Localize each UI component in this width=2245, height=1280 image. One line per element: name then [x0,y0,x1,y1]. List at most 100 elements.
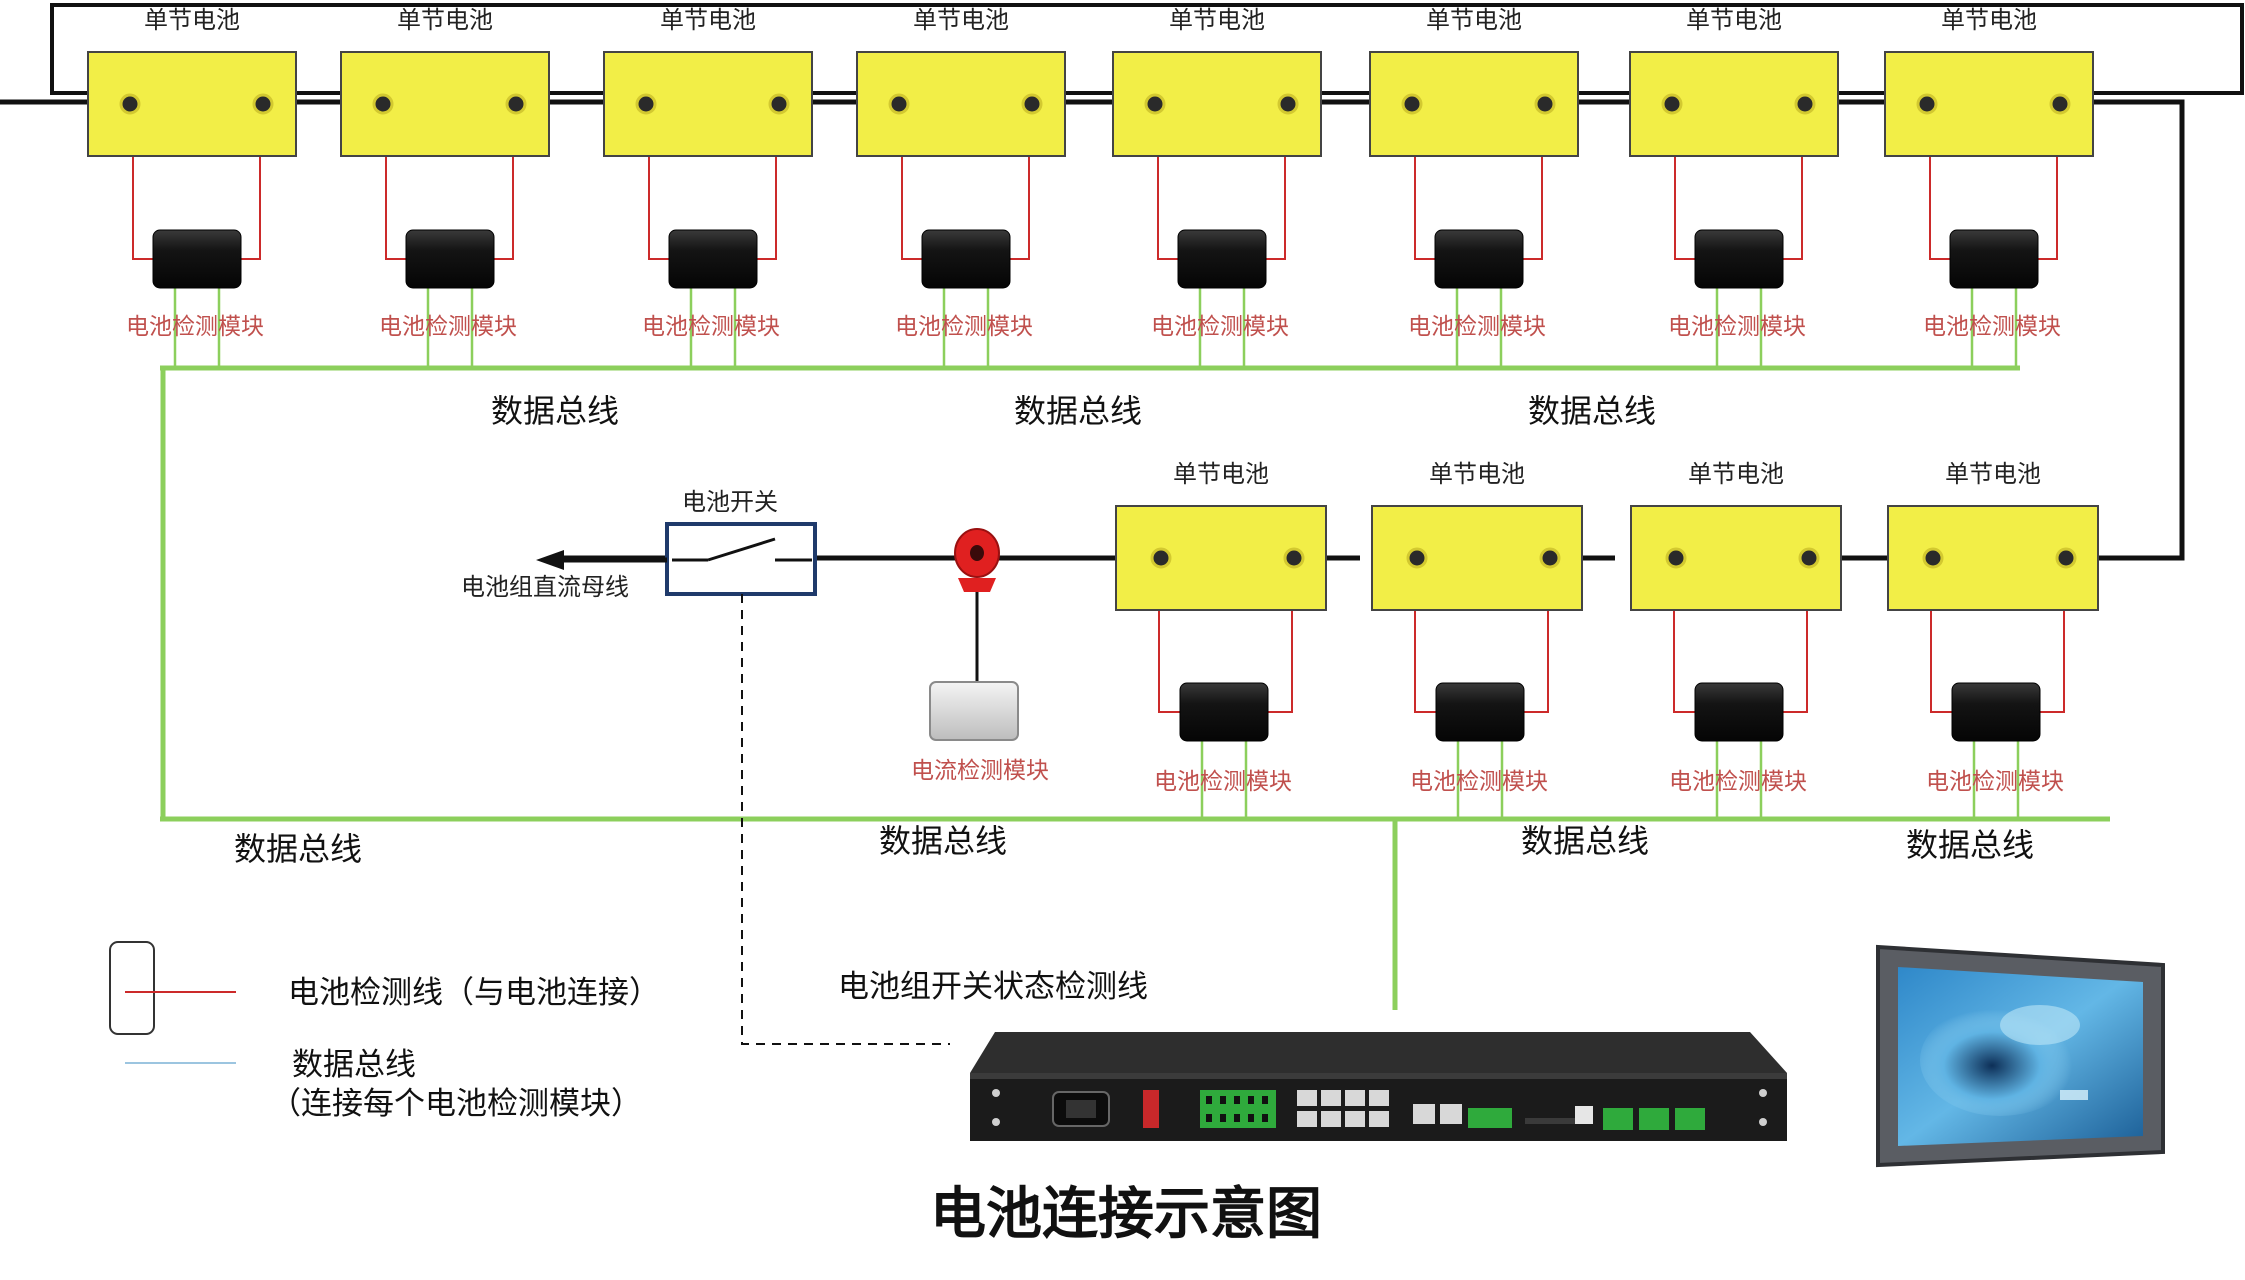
battery-cell-top-5: 单节电池 [1112,6,1322,157]
terminal-positive-icon [252,93,274,115]
current-module-label: 电流检测模块 [911,758,1049,784]
battery-cell-top-6: 单节电池 [1369,6,1579,157]
battery-detection-module [1179,682,1269,742]
battery-detection-module [1177,229,1267,289]
bus-drop-wires [942,288,990,366]
battery-module-label: 电池检测模块 [642,314,780,340]
top-battery-unit: 电池检测模块 单节电池 [603,6,813,366]
legend-detection-text: 电池检测线（与电池连接） [288,975,660,1011]
bus-drop-wires [1715,288,1763,366]
battery-detection-module [921,229,1011,289]
dc-busbar-label: 电池组直流母线 [461,573,629,601]
power-switch-icon [1143,1090,1159,1128]
terminal-positive-icon [1021,93,1043,115]
bus-drop-wires [1456,741,1504,817]
battery-cell-bottom-2: 单节电池 [1371,460,1583,611]
battery-detection-module [152,229,242,289]
battery-cell-top-7: 单节电池 [1629,6,1839,157]
battery-module-label: 电池检测模块 [1923,314,2061,340]
data-bus-label-3: 数据总线 [1528,392,1656,430]
terminal-negative-icon [1916,93,1938,115]
data-bus-label-7: 数据总线 [1906,826,2034,864]
power-bus [0,99,2185,561]
terminal-positive-icon [1794,93,1816,115]
terminal-block-icon [1200,1090,1276,1128]
terminal-negative-icon [888,93,910,115]
battery-cell-label: 单节电池 [1945,460,2041,488]
battery-module-label: 电池检测模块 [1668,314,1806,340]
legend-data-bus-text-2: （连接每个电池检测模块） [270,1086,642,1122]
battery-cell-top-2: 单节电池 [340,6,550,157]
page-title: 电池连接示意图 [930,1182,1322,1247]
battery-module-label: 电池检测模块 [126,314,264,340]
bus-drop-wires [1972,741,2020,817]
data-bus-label-5: 数据总线 [879,822,1007,860]
battery-cell-label: 单节电池 [1173,460,1269,488]
terminal-negative-icon [1665,547,1687,569]
terminal-negative-icon [1150,547,1172,569]
terminal-negative-icon [1661,93,1683,115]
battery-module-label: 电池检测模块 [1410,769,1548,795]
battery-module-label: 电池检测模块 [895,314,1033,340]
terminal-positive-icon [2055,547,2077,569]
current-shunt-icon [954,528,1000,683]
bus-drop-wires [426,288,474,366]
battery-cell-top-4: 单节电池 [856,6,1066,157]
top-battery-unit: 电池检测模块 单节电池 [856,6,1066,366]
top-battery-unit: 电池检测模块 单节电池 [1112,6,1322,366]
data-bus-lines [160,365,2110,1010]
terminal-negative-icon [1401,93,1423,115]
battery-detection-module [1951,682,2041,742]
bus-drop-wires [1198,288,1246,366]
battery-switch[interactable] [665,522,817,596]
terminal-positive-icon [505,93,527,115]
terminal-positive-icon [1798,547,1820,569]
terminal-negative-icon [119,93,141,115]
legend-module-icon [109,941,155,1035]
data-bus-label-1: 数据总线 [491,392,619,430]
switch-status-line [741,594,950,1045]
current-detection-module [929,681,1019,741]
lan-ports-icon [1413,1104,1462,1124]
battery-module-label: 电池检测模块 [1151,314,1289,340]
terminal-positive-icon [768,93,790,115]
battery-cell-label: 单节电池 [1688,460,1784,488]
battery-switch-label: 电池开关 [682,488,778,516]
usb-port-icon [1575,1106,1593,1124]
bus-drop-wires [1970,288,2018,366]
battery-cell-top-3: 单节电池 [603,6,813,157]
battery-cell-label: 单节电池 [1941,6,2037,34]
battery-detection-module [1435,682,1525,742]
status-led-strip-icon [1468,1108,1512,1128]
output-terminals-icon [1603,1108,1705,1130]
battery-detection-module [1694,229,1784,289]
battery-module-label: 电池检测模块 [1154,769,1292,795]
battery-cell-bottom-3: 单节电池 [1630,460,1842,611]
terminal-positive-icon [1534,93,1556,115]
bus-drop-wires [173,288,221,366]
battery-cell-top-1: 单节电池 [87,6,297,157]
bus-drop-wires [689,288,737,366]
legend: 电池检测线（与电池连接） 数据总线 （连接每个电池检测模块） [109,941,660,1122]
data-bus-label-6: 数据总线 [1521,822,1649,860]
terminal-positive-icon [1539,547,1561,569]
battery-detection-module [1949,229,2039,289]
battery-module-label: 电池检测模块 [379,314,517,340]
bottom-battery-unit: 电池检测模块 单节电池 [1371,460,1583,817]
rj45-ports-icon [1297,1090,1389,1127]
monitoring-host-unit [970,1032,1787,1141]
battery-cell-label: 单节电池 [397,6,493,34]
battery-cell-label: 单节电池 [1686,6,1782,34]
bus-drop-wires [1200,741,1248,817]
battery-module-label: 电池检测模块 [1669,769,1807,795]
battery-detection-module [1694,682,1784,742]
battery-cell-label: 单节电池 [1426,6,1522,34]
bus-drop-wires [1715,741,1763,817]
touch-screen-display [1876,944,2165,1168]
battery-detection-module [405,229,495,289]
